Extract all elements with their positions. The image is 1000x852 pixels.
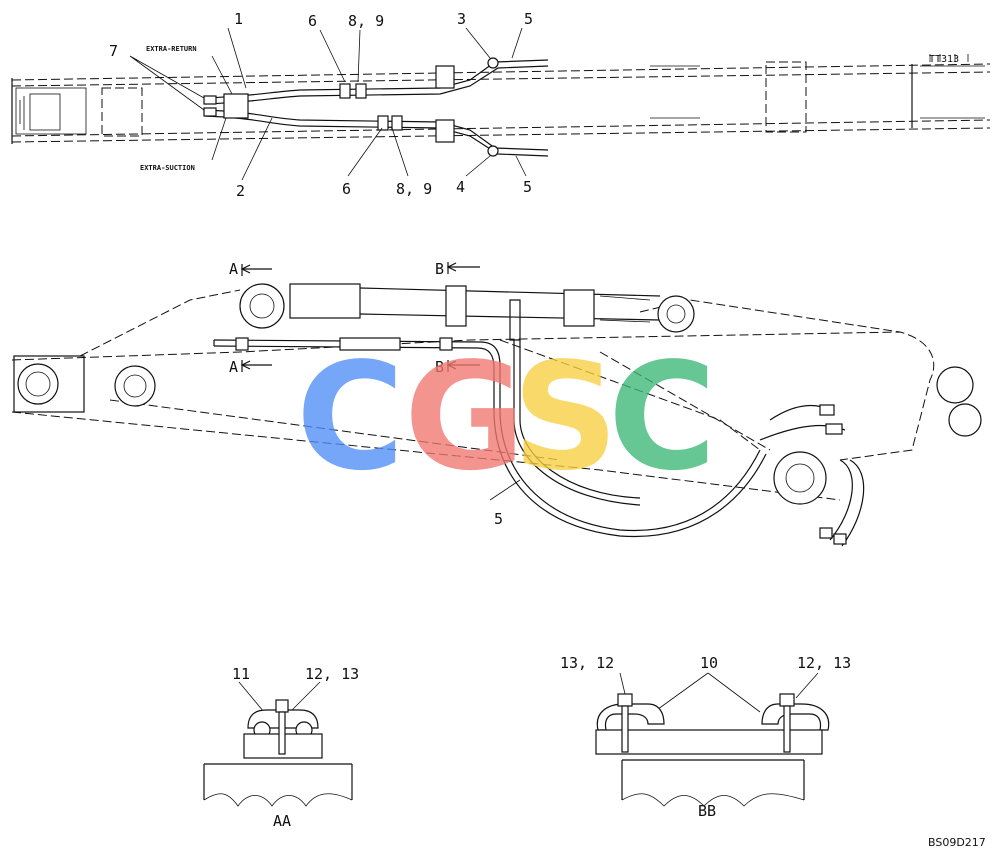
- callout-5-upper: 5: [524, 10, 533, 28]
- watermark-letter-4: C: [608, 331, 717, 503]
- top-view: TT313 1 6 8, 9 3: [11, 10, 991, 200]
- bb-callout-12-13: 12, 13: [797, 654, 851, 672]
- extra-return-label: EXTRA-RETURN: [146, 45, 197, 53]
- extra-suction-label: EXTRA-SUCTION: [140, 164, 195, 172]
- callout-5-lower: 5: [523, 178, 532, 196]
- figure-code: BS09D217: [928, 836, 986, 849]
- section-a-top: A: [229, 260, 238, 278]
- callout-6-upper: 6: [308, 12, 317, 30]
- watermark: C G S C: [296, 331, 717, 503]
- watermark-letter-1: C: [296, 331, 405, 503]
- callout-5-side: 5: [494, 510, 503, 528]
- bb-callout-10: 10: [700, 654, 718, 672]
- bb-caption: BB: [698, 802, 716, 820]
- callout-2: 2: [236, 182, 245, 200]
- detail-aa: 11 12, 13 AA: [203, 665, 359, 830]
- callout-4: 4: [456, 178, 465, 196]
- callout-1: 1: [234, 10, 243, 28]
- watermark-letter-2: G: [404, 331, 525, 503]
- callout-7: 7: [109, 42, 118, 60]
- side-view: A A B B 5: [11, 260, 982, 547]
- aa-callout-12-13: 12, 13: [305, 665, 359, 683]
- callout-6-lower: 6: [342, 180, 351, 198]
- watermark-letter-3: S: [512, 331, 619, 503]
- detail-bb: 13, 12 10 12, 13 BB: [560, 654, 851, 820]
- callout-3: 3: [457, 10, 466, 28]
- callout-8-9-upper: 8, 9: [348, 12, 384, 30]
- section-b-top: B: [435, 260, 444, 278]
- bb-callout-13-12: 13, 12: [560, 654, 614, 672]
- end-stencil: TT313: [929, 54, 959, 65]
- aa-callout-11: 11: [232, 665, 250, 683]
- section-b-bottom: B: [435, 358, 444, 376]
- section-a-bottom: A: [229, 358, 238, 376]
- callout-8-9-lower: 8, 9: [396, 180, 432, 198]
- aa-caption: AA: [273, 812, 291, 830]
